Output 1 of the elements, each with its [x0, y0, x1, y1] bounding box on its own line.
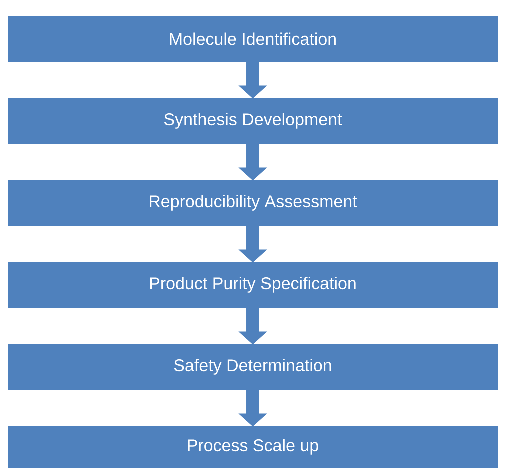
- process-box: Molecule Identification: [8, 16, 498, 62]
